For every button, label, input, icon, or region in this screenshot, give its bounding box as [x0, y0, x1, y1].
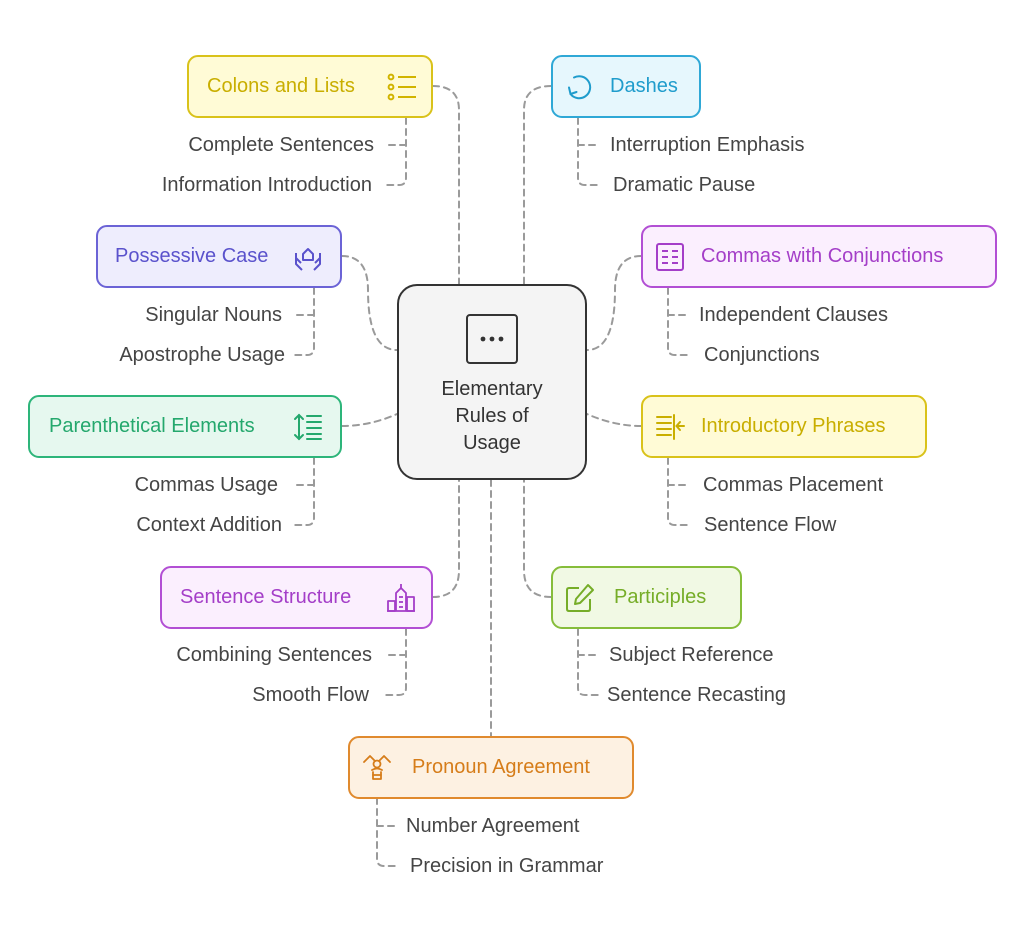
subtopic-label: Singular Nouns — [145, 304, 282, 326]
subtopic-label: Commas Placement — [703, 474, 884, 496]
topic-commas-with-conjunctions: Commas with Conjunctions — [641, 225, 997, 288]
sub-connector-structure — [384, 628, 407, 696]
center-node: Elementary Rules of Usage — [397, 284, 587, 480]
connector-dashes — [523, 85, 552, 285]
topic-participles: Participles — [551, 566, 742, 629]
topic-title: Dashes — [610, 75, 678, 97]
sub-connector-participles — [577, 628, 600, 696]
sub-connector-pronoun — [376, 797, 399, 867]
sub-connector-possessive — [292, 287, 315, 356]
connector-colons — [432, 85, 460, 285]
ellipsis-icon — [466, 314, 518, 364]
connector-commas — [586, 255, 642, 351]
topic-dashes: Dashes — [551, 55, 701, 118]
subtopic-label: Commas Usage — [134, 474, 278, 496]
document-lines-icon — [656, 242, 684, 271]
topic-sentence-structure: Sentence Structure — [160, 566, 433, 629]
subtopic-label: Conjunctions — [704, 344, 820, 366]
hands-house-icon — [295, 247, 321, 271]
subtopic-label: Sentence Flow — [704, 514, 837, 536]
topic-title: Pronoun Agreement — [412, 756, 590, 778]
buildings-icon — [387, 583, 415, 612]
subtopic-label: Independent Clauses — [699, 304, 889, 326]
subtopic-label: Number Agreement — [406, 815, 580, 837]
topic-title: Introductory Phrases — [701, 415, 886, 437]
connector-participles — [523, 479, 552, 598]
topic-title: Sentence Structure — [180, 586, 352, 608]
topic-colons-and-lists: Colons and Lists — [187, 55, 433, 118]
vertical-arrow-lines-icon — [294, 413, 322, 440]
topic-introductory-phrases: Introductory Phrases — [641, 395, 927, 458]
subtopic-label: Precision in Grammar — [410, 855, 604, 877]
subtopic-label: Apostrophe Usage — [119, 344, 285, 366]
circular-arrow-icon — [568, 74, 592, 99]
subtopic-label: Smooth Flow — [252, 684, 369, 706]
sub-connector-dashes — [577, 117, 600, 186]
connector-parenthetical — [341, 413, 398, 427]
sub-connector-commas — [667, 287, 690, 356]
subtopic-label: Sentence Recasting — [607, 684, 787, 706]
connector-introductory — [586, 413, 642, 427]
subtopic-label: Dramatic Pause — [613, 174, 756, 196]
sub-connector-colons — [384, 117, 407, 186]
subtopic-label: Subject Reference — [609, 644, 774, 666]
topic-title: Colons and Lists — [207, 75, 355, 97]
topic-title: Participles — [614, 586, 707, 608]
figure-icon — [363, 754, 391, 780]
sub-connector-parenthetical — [292, 457, 315, 526]
indent-arrow-icon — [656, 413, 685, 440]
topic-title: Possessive Case — [115, 245, 269, 267]
list-icon — [387, 73, 416, 100]
topic-pronoun-agreement: Pronoun Agreement — [348, 736, 634, 799]
topic-title: Parenthetical Elements — [49, 415, 255, 437]
topic-title: Commas with Conjunctions — [701, 245, 944, 267]
subtopic-label: Information Introduction — [161, 174, 372, 196]
subtopic-label: Interruption Emphasis — [610, 134, 805, 156]
connector-structure — [432, 479, 460, 598]
subtopic-label: Combining Sentences — [176, 644, 372, 666]
sub-connector-introductory — [667, 457, 690, 526]
topic-possessive-case: Possessive Case — [96, 225, 342, 288]
center-title: Elementary Rules of Usage — [441, 378, 543, 454]
topic-parenthetical-elements: Parenthetical Elements — [28, 395, 342, 458]
subtopic-label: Context Addition — [136, 514, 282, 536]
connector-possessive — [341, 255, 398, 351]
subtopic-label: Complete Sentences — [188, 134, 374, 156]
edit-pencil-icon — [566, 583, 594, 612]
